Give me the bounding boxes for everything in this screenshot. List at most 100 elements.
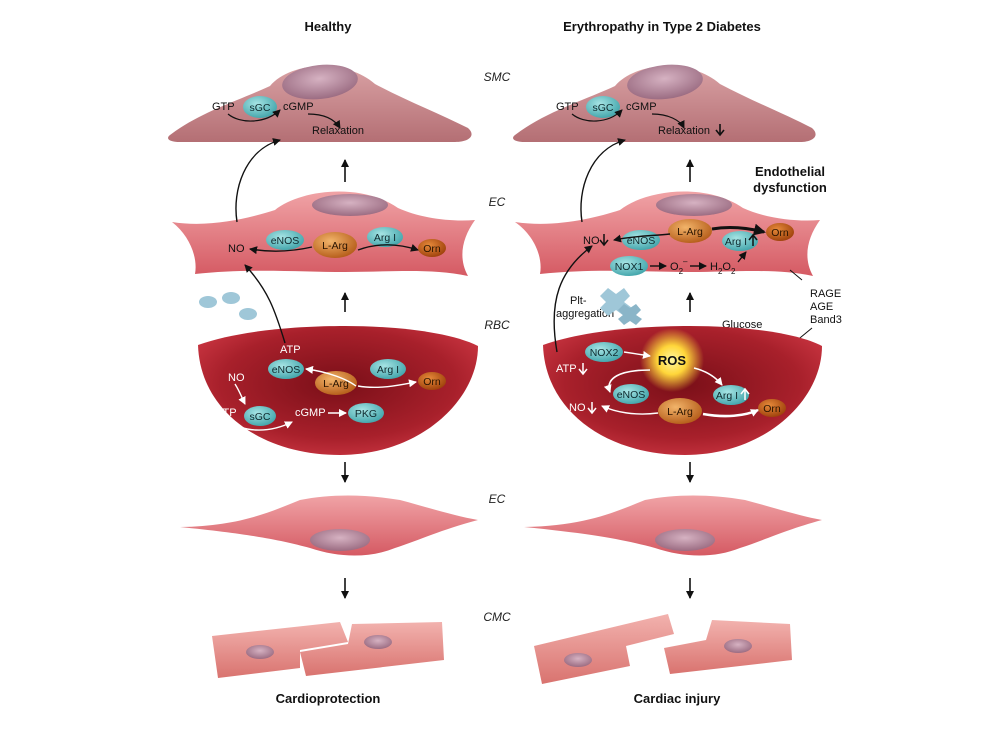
sgc-protein <box>244 406 276 426</box>
decrease-arrow-icon <box>599 234 609 247</box>
ec-nox1-label: NOX1 <box>615 261 644 273</box>
ornithine-molecule <box>418 372 446 390</box>
endothelial-dysfunction-label-1: Endothelial <box>755 164 825 179</box>
layer-label-cmc: CMC <box>483 610 511 624</box>
ec-no-label-diabetes: NO <box>583 235 600 247</box>
plt-aggregation-label-1: Plt- <box>570 295 587 307</box>
ec-enos-label: eNOS <box>271 235 300 247</box>
ornithine-molecule <box>418 239 446 257</box>
outcome-diabetes: Cardiac injury <box>634 691 721 706</box>
rbc-larg-label-diabetes: L-Arg <box>667 406 693 418</box>
nucleus <box>724 639 752 653</box>
ec-h2o2-label: H2O2 <box>710 261 736 276</box>
l-arg-molecule <box>315 371 357 395</box>
rbc-arg1-label: Arg I <box>377 364 399 376</box>
increase-arrow-icon <box>740 387 750 400</box>
healthy-panel: GTP sGC cGMP Relaxation NO eNOS L-Arg Ar… <box>168 64 478 706</box>
endothelial-cell-healthy-bottom <box>180 495 478 556</box>
smc-relaxation-label: Relaxation <box>312 125 364 137</box>
layer-label-ec-top: EC <box>489 195 506 209</box>
nucleus <box>246 645 274 659</box>
cardiomyocytes-healthy <box>212 622 444 678</box>
ec-larg-label-diabetes: L-Arg <box>677 226 703 238</box>
nucleus <box>564 653 592 667</box>
arginase-protein <box>713 385 749 405</box>
smc-sgc-label-diabetes: sGC <box>593 102 614 114</box>
enos-protein <box>613 384 649 404</box>
l-arg-molecule <box>658 398 702 424</box>
plt-aggregation-label-2: aggregation <box>556 308 614 320</box>
endothelial-cell-healthy-top <box>172 191 475 276</box>
ec-o2-label: O2– <box>670 257 688 276</box>
rbc-arg1-label-diabetes: Arg I <box>716 390 738 402</box>
smooth-muscle-cell-diabetes <box>513 64 816 142</box>
sgc-protein <box>586 96 620 118</box>
nucleus <box>364 635 392 649</box>
layer-label-ec-bottom: EC <box>489 492 506 506</box>
receptor-rage-label: RAGE <box>810 288 841 300</box>
ec-orn-label-diabetes: Orn <box>771 227 789 239</box>
decrease-arrow-icon <box>715 124 725 137</box>
sgc-protein <box>243 96 277 118</box>
rbc-atp-label: ATP <box>280 344 301 356</box>
rbc-larg-label: L-Arg <box>323 378 349 390</box>
rbc-enos-label: eNOS <box>272 364 301 376</box>
arginase-protein <box>367 227 403 247</box>
smooth-muscle-cell-healthy <box>168 64 472 142</box>
rbc-atp-label-diabetes: ATP <box>556 363 577 375</box>
ornithine-molecule <box>766 223 794 241</box>
enos-protein <box>268 359 304 379</box>
rbc-pkg-label: PKG <box>355 408 377 420</box>
ec-larg-label: L-Arg <box>322 240 348 252</box>
smc-cgmp-label: cGMP <box>283 101 314 113</box>
nox1-protein <box>610 256 648 276</box>
smc-gtp-label: GTP <box>212 101 235 113</box>
smc-cgmp-label-diabetes: cGMP <box>626 101 657 113</box>
ec-arg1-label-diabetes: Arg I <box>725 236 747 248</box>
layer-label-rbc: RBC <box>484 318 510 332</box>
rbc-orn-label-diabetes: Orn <box>763 403 781 415</box>
title-diabetes: Erythropathy in Type 2 Diabetes <box>563 19 761 34</box>
l-arg-molecule <box>668 219 712 243</box>
smc-gtp-label-diabetes: GTP <box>556 101 579 113</box>
smc-sgc-label: sGC <box>250 102 271 114</box>
nucleus <box>655 529 715 551</box>
ec-orn-label: Orn <box>423 243 441 255</box>
decrease-arrow-icon <box>587 402 597 415</box>
rbc-orn-label: Orn <box>423 376 441 388</box>
ros-glow <box>640 328 704 392</box>
cardiomyocytes-injured <box>534 614 792 684</box>
nucleus <box>627 64 703 100</box>
pkg-protein <box>348 403 384 423</box>
rbc-enos-label-diabetes: eNOS <box>617 389 646 401</box>
title-healthy: Healthy <box>305 19 353 34</box>
ec-enos-label-diabetes: eNOS <box>627 235 656 247</box>
outcome-healthy: Cardioprotection <box>276 691 381 706</box>
endothelial-cell-diabetes-bottom <box>524 495 822 556</box>
rbc-gtp-label: GTP <box>214 407 237 419</box>
ornithine-molecule <box>758 399 786 417</box>
rbc-nox2-label: NOX2 <box>590 347 619 359</box>
nucleus <box>282 64 358 100</box>
nox2-protein <box>585 342 623 362</box>
rbc-no-label: NO <box>228 372 245 384</box>
aggregated-platelets <box>600 288 642 325</box>
layer-label-smc: SMC <box>484 70 511 84</box>
enos-protein <box>266 230 304 250</box>
diabetes-panel: GTP sGC cGMP Relaxation Endothelial dysf… <box>513 64 842 706</box>
rbc-no-label-diabetes: NO <box>569 402 586 414</box>
endothelial-dysfunction-label-2: dysfunction <box>753 180 827 195</box>
nucleus <box>656 194 732 216</box>
platelets <box>199 292 257 320</box>
nucleus <box>310 529 370 551</box>
rbc-cgmp-label: cGMP <box>295 407 326 419</box>
arginase-protein <box>370 359 406 379</box>
nucleus <box>312 194 388 216</box>
l-arg-molecule <box>313 232 357 258</box>
ec-arg1-label: Arg I <box>374 232 396 244</box>
arginase-protein <box>722 231 758 251</box>
ec-no-label: NO <box>228 243 245 255</box>
receptor-age-label: AGE <box>810 301 833 313</box>
receptor-band3-label: Band3 <box>810 314 842 326</box>
